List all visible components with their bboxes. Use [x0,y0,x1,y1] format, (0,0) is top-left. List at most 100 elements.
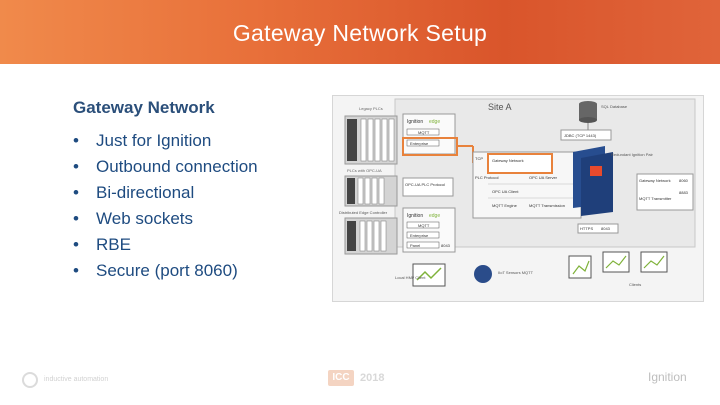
mqtt-label: MQTT [418,223,430,228]
bullet-icon: • [73,131,79,150]
plc-module [374,118,381,162]
list-item: • Secure (port 8060) [73,258,258,284]
conference-year: 2018 [360,372,385,384]
mqtt-port: 8883 [679,190,689,195]
plc-module [367,118,374,162]
opcua-protocol-box [402,177,454,197]
tcp-label: TCP [475,156,483,161]
plc-module [359,220,366,252]
redundant-label: Redundant Ignition Pair [611,152,653,157]
trend-line-icon [605,255,627,269]
iiot-sensor-icon [474,265,492,283]
enterprise-module [406,139,440,147]
plc-module [364,177,371,205]
bullet-text: Outbound connection [96,157,258,176]
mqtt-transmission-label: MQTT Transmission [529,203,565,208]
remote-label: Distributed Edge Controller [339,210,388,215]
plc-module [357,177,364,205]
section-title: Gateway Network [73,98,215,117]
panel-module [406,241,440,249]
list-item: • Just for Ignition [73,128,258,154]
opcua-client-label: OPC UA Client [492,189,519,194]
plc-module [347,221,356,251]
bullet-icon: • [73,235,79,254]
site-label: Site A [488,102,512,112]
https-label: HTTPS [580,226,593,231]
gateway-network-label: Gateway Network [639,178,671,183]
plc-module [373,220,380,252]
https-port: 8043 [601,226,611,231]
icc-logo: ICC 2018 [328,370,384,386]
inductive-automation-logo: inductive automation [22,372,108,388]
bullet-text: Secure (port 8060) [96,261,238,280]
mqtt-module [406,128,440,136]
title-banner: Gateway Network Setup [0,0,720,64]
ignition-label: Ignition [407,213,423,219]
conference-badge: ICC [328,370,354,386]
plcs-label: PLCs with OPC-UA [347,168,382,173]
enterprise-label: Enterprise [410,141,429,146]
logo-icon [22,372,38,388]
plc-protocol-label: PLC Protocol [475,175,499,180]
client-monitor-icon [640,251,668,273]
bullet-icon: • [73,209,79,228]
plc-module [388,118,395,162]
network-architecture-diagram: Site A Legacy PLCs Ignition edge MQTT En… [332,95,704,302]
list-item: • Web sockets [73,206,258,232]
mqtt-engine-label: MQTT Engine [492,203,518,208]
gateway-network-highlight [487,153,553,174]
company-name: inductive automation [44,376,109,383]
server-icon [581,152,613,216]
enterprise-label: Enterprise [410,233,429,238]
list-item: • Bi-directional [73,180,258,206]
https-box [577,223,619,234]
plc-module [371,177,378,205]
bullet-icon: • [73,183,79,202]
bullet-text: Bi-directional [96,183,195,202]
plc-module [360,118,367,162]
bullet-icon: • [73,261,79,280]
edge-label: edge [429,119,440,125]
panel-label: Panel [410,243,420,248]
iiot-label: IIoT Sensors MQTT [498,270,534,275]
opcua-server-label: OPC UA Server [529,175,558,180]
list-item: • RBE [73,232,258,258]
slide-title: Gateway Network Setup [232,20,488,46]
opcua-plc-label: OPC-UA PLC Protocol [405,182,445,187]
sql-label: SQL Database [601,104,628,109]
mqtt-transmitter-label: MQTT Transmitter [639,196,672,201]
gateway-port: 8060 [679,178,689,183]
bullet-text: Just for Ignition [96,131,212,150]
trend-line-icon [416,267,442,281]
bullet-text: Web sockets [96,209,194,228]
plc-module [380,220,387,252]
list-item: • Outbound connection [73,154,258,180]
plc-module [378,177,385,205]
ignition-logo: Ignition [648,370,687,384]
gateway-network-label: Gateway Network [492,158,524,163]
plc-module [347,178,355,204]
bullet-text: RBE [96,235,131,254]
ignition-label: Ignition [407,119,423,125]
clients-label: Clients [629,282,641,287]
local-hmi-label: Local HMI/ Client [395,275,426,280]
bullet-icon: • [73,157,79,176]
bullet-list: •Just for Ignition •Outbound connection … [73,128,258,284]
trend-line-icon [572,260,590,275]
client-monitor-icon [602,251,630,273]
jdbc-label: JDBC (TCP 1443) [564,133,597,138]
panel-port: 8043 [441,243,451,248]
port-info-table [636,173,694,211]
mqtt-module [406,221,440,229]
legacy-plcs-label: Legacy PLCs [359,106,383,111]
edge-label: edge [429,213,440,219]
plc-module [347,119,357,161]
plc-module [381,118,388,162]
trend-line-icon [643,255,665,269]
plc-module [366,220,373,252]
server-badge [590,166,602,176]
database-icon [579,104,597,120]
jdbc-box [560,129,612,141]
enterprise-module [406,231,440,239]
database-icon [579,117,597,123]
